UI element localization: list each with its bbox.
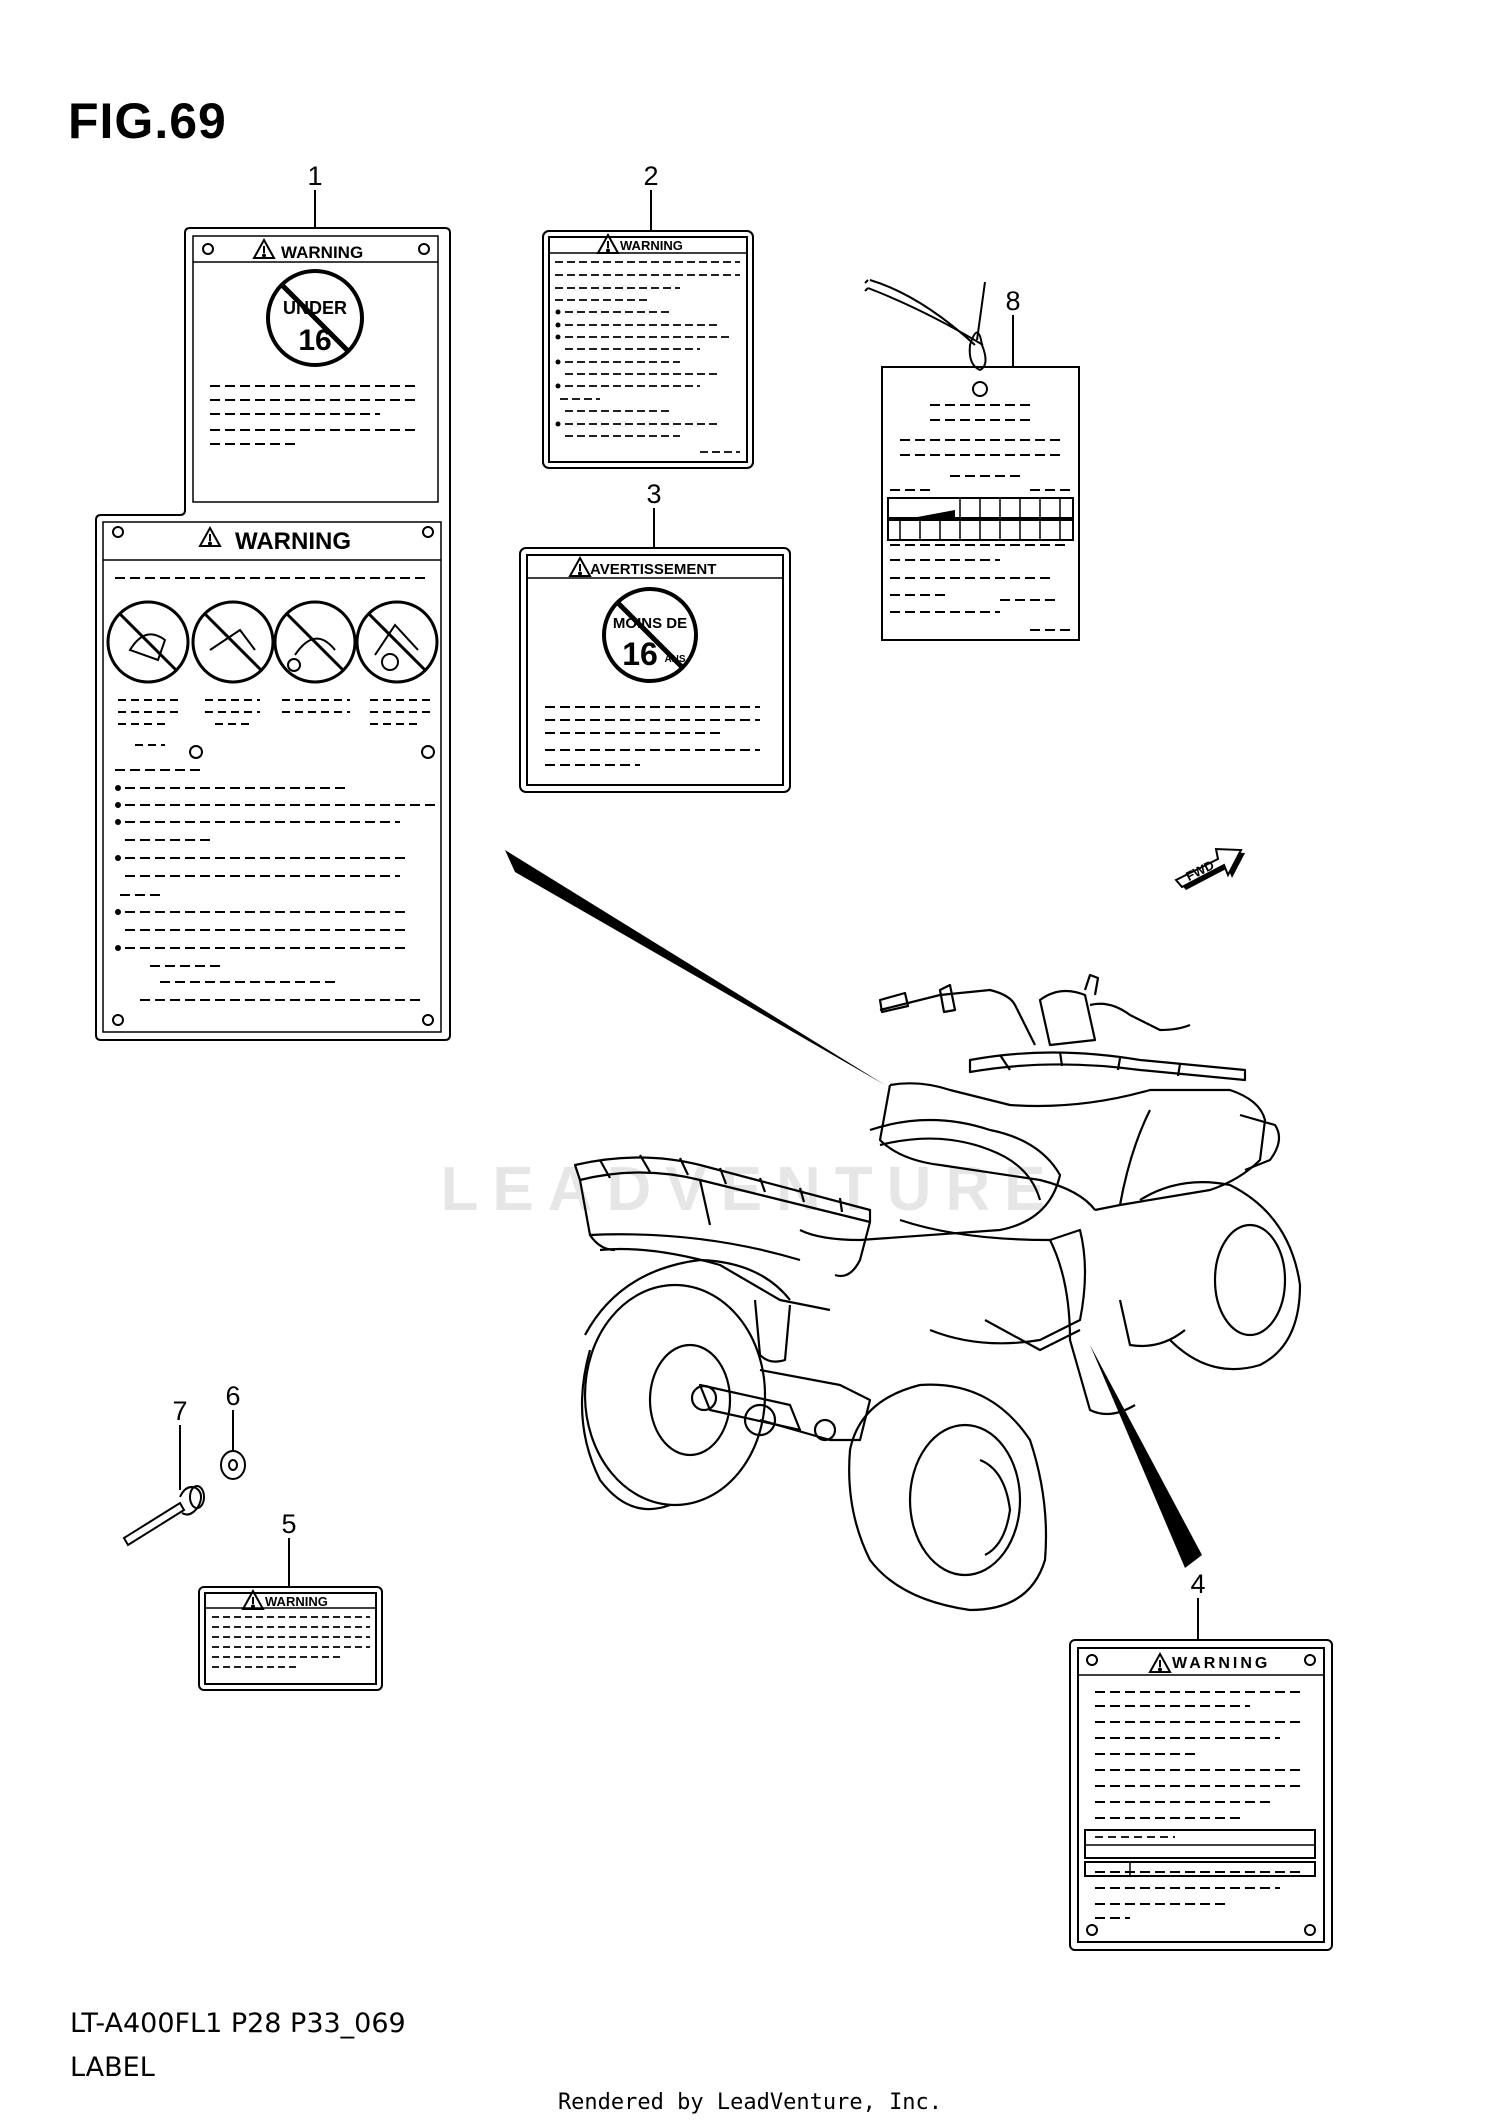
- label-3-badge-unit: ANS: [664, 654, 685, 665]
- callout-8: 8: [1005, 286, 1020, 316]
- render-credit: Rendered by LeadVenture, Inc.: [557, 2090, 943, 2115]
- callout-6: 6: [225, 1381, 240, 1411]
- label-1-badge-age: 16: [298, 324, 331, 357]
- watermark-text: LEADVENTURE: [440, 1155, 1059, 1224]
- callout-2: 2: [643, 161, 658, 191]
- callout-7: 7: [172, 1396, 187, 1426]
- label-4-heading: WARNING: [1172, 1655, 1270, 1672]
- leader-arrow-label-1: [505, 850, 885, 1085]
- label-1[interactable]: [95, 227, 451, 1041]
- callout-leaders: [179, 190, 1199, 1640]
- label-3-badge-age: 16: [622, 636, 658, 672]
- callout-3: 3: [646, 479, 661, 509]
- label-5[interactable]: [198, 1586, 383, 1691]
- label-1-top-heading: WARNING: [281, 243, 363, 262]
- label-1-main-heading: WARNING: [235, 528, 351, 555]
- part-7-rivet[interactable]: [122, 1485, 205, 1547]
- fwd-arrow: FWD: [1174, 847, 1245, 890]
- section-label: LABEL: [70, 2052, 155, 2083]
- atv-illustration: [573, 973, 1302, 1612]
- callout-4: 4: [1190, 1569, 1205, 1599]
- leader-arrow-label-4: [1090, 1345, 1202, 1568]
- label-5-heading: WARNING: [265, 1594, 328, 1609]
- callout-1: 1: [307, 161, 322, 191]
- label-4[interactable]: [1069, 1639, 1333, 1951]
- label-1-badge-text: UNDER: [283, 298, 347, 318]
- figure-title: FIG.69: [68, 93, 227, 149]
- model-code: LT-A400FL1 P28 P33_069: [70, 2008, 406, 2039]
- part-6-washer[interactable]: [220, 1450, 246, 1480]
- label-2[interactable]: [542, 230, 754, 469]
- callout-5: 5: [281, 1509, 296, 1539]
- label-8[interactable]: [864, 279, 1080, 641]
- label-3-heading: AVERTISSEMENT: [590, 561, 716, 578]
- label-3-badge-text: MOINS DE: [613, 615, 687, 632]
- label-2-heading: WARNING: [620, 238, 683, 253]
